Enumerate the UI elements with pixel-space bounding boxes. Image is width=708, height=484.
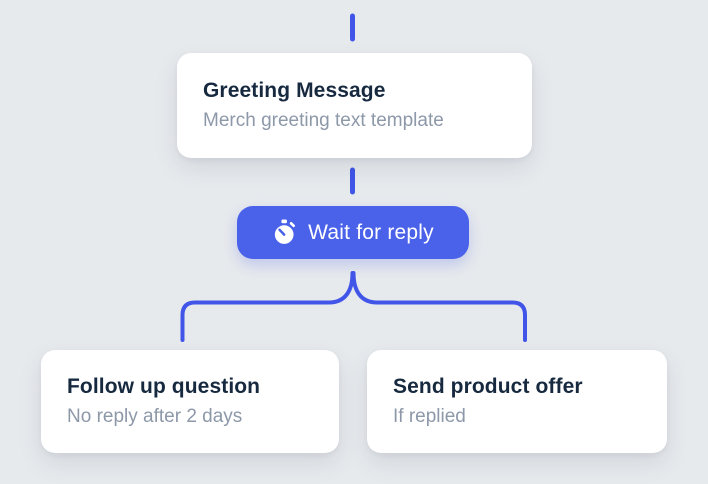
send-product-offer-node[interactable]: Send product offer If replied <box>367 350 667 453</box>
stopwatch-icon <box>272 219 297 246</box>
product-offer-subtitle: If replied <box>393 406 466 428</box>
follow-up-title: Follow up question <box>67 375 261 398</box>
connector-branch-right <box>351 271 527 342</box>
product-offer-title: Send product offer <box>393 375 583 398</box>
greeting-subtitle: Merch greeting text template <box>203 110 444 132</box>
wait-for-reply-button[interactable]: Wait for reply <box>237 206 469 259</box>
greeting-message-node[interactable]: Greeting Message Merch greeting text tem… <box>177 53 532 158</box>
connector-branch-left <box>180 271 355 342</box>
follow-up-subtitle: No reply after 2 days <box>67 406 243 428</box>
follow-up-question-node[interactable]: Follow up question No reply after 2 days <box>41 350 339 453</box>
wait-for-reply-label: Wait for reply <box>308 220 434 244</box>
greeting-title: Greeting Message <box>203 79 386 102</box>
